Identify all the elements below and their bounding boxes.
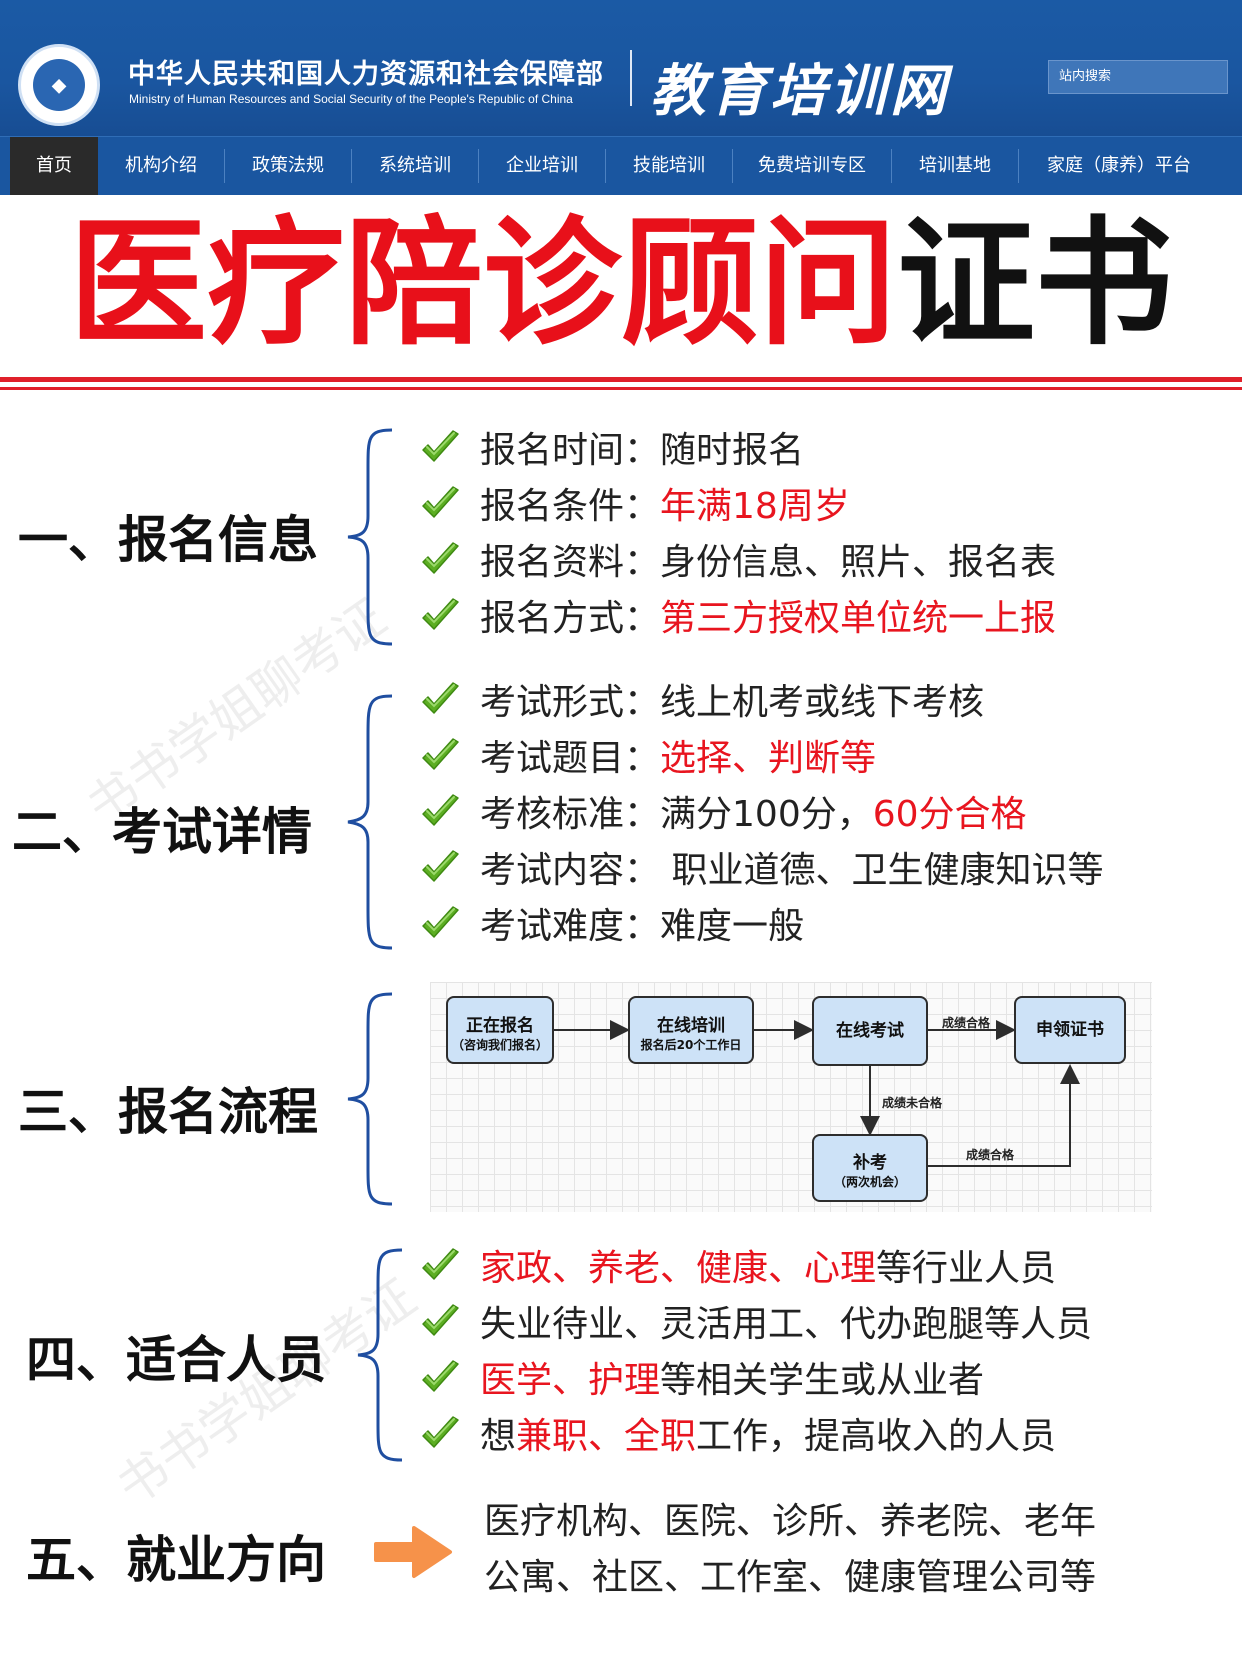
page-title: 医疗陪诊顾问证书 [0, 208, 1242, 358]
flow-step-retake: 补考 （两次机会） [812, 1134, 928, 1202]
section-4-brace [357, 1248, 403, 1462]
page-title-red: 医疗陪诊顾问 [68, 201, 897, 364]
arrow-right-icon [374, 1526, 452, 1578]
check-icon [418, 1356, 462, 1400]
list-item: 家政、养老、健康、心理等行业人员 [418, 1244, 1056, 1294]
nav-item-policy[interactable]: 政策法规 [252, 155, 324, 176]
site-search-input[interactable]: 站内搜索 [1048, 60, 1228, 94]
nav-item-family-platform[interactable]: 家庭（康养）平台 [1047, 155, 1191, 176]
nav-item-system-training[interactable]: 系统培训 [379, 155, 451, 176]
list-item: 报名方式：第三方授权单位统一上报 [418, 594, 1056, 644]
check-icon [418, 426, 462, 470]
list-item: 考试内容： 职业道德、卫生健康知识等 [418, 846, 1103, 896]
list-item: 报名资料：身份信息、照片、报名表 [418, 538, 1056, 588]
main-nav: 首页 机构介绍 政策法规 系统培训 企业培训 技能培训 免费培训专区 培训基地 … [0, 136, 1242, 195]
flow-step-online-training: 在线培训 报名后20个工作日 [628, 996, 754, 1064]
flow-label-pass: 成绩合格 [942, 1016, 991, 1030]
flow-arrows [554, 1020, 1080, 1167]
registration-flowchart: 正在报名 （咨询我们报名） 在线培训 报名后20个工作日 在线考试 申领证书 补… [430, 982, 1152, 1212]
check-icon [418, 1244, 462, 1288]
nav-item-skill-training[interactable]: 技能培训 [633, 155, 705, 176]
check-icon [418, 1412, 462, 1456]
check-icon [418, 538, 462, 582]
nav-item-free-training[interactable]: 免费培训专区 [758, 155, 866, 176]
check-icon [418, 594, 462, 638]
employment-line-1: 医疗机构、医院、诊所、养老院、老年 [484, 1501, 1097, 1542]
list-item: 医学、护理等相关学生或从业者 [418, 1356, 984, 1406]
section-2-brace [347, 694, 393, 950]
list-item: 考试形式：线上机考或线下考核 [418, 678, 984, 728]
nav-item-about[interactable]: 机构介绍 [125, 155, 197, 176]
check-icon [418, 790, 462, 834]
title-rule-bottom [0, 387, 1242, 390]
check-icon [418, 902, 462, 946]
list-item: 考核标准：满分100分，60分合格 [418, 790, 1027, 840]
list-item: 失业待业、灵活用工、代办跑腿等人员 [418, 1300, 1092, 1350]
header-divider [630, 50, 632, 106]
ministry-name-en: Ministry of Human Resources and Social S… [129, 92, 573, 106]
ministry-logo-icon[interactable]: ◆ [18, 44, 100, 126]
flow-label-retake-pass: 成绩合格 [966, 1148, 1015, 1162]
list-item: 考试题目：选择、判断等 [418, 734, 876, 784]
check-icon [418, 846, 462, 890]
page-title-black: 证书 [897, 201, 1174, 364]
check-icon [418, 734, 462, 778]
list-item: 想兼职、全职工作，提高收入的人员 [418, 1412, 1056, 1462]
check-icon [418, 482, 462, 526]
site-header: ◆ 中华人民共和国人力资源和社会保障部 Ministry of Human Re… [0, 0, 1242, 136]
title-rule-top [0, 377, 1242, 382]
nav-item-enterprise-training[interactable]: 企业培训 [506, 155, 578, 176]
nav-item-home[interactable]: 首页 [10, 137, 98, 195]
check-icon [418, 678, 462, 722]
flow-label-fail: 成绩未合格 [882, 1096, 943, 1110]
site-brand-title[interactable]: 教育培训网 [650, 58, 950, 124]
section-2-title: 二、考试详情 [12, 802, 312, 861]
section-3-title: 三、报名流程 [18, 1082, 318, 1141]
section-5-title: 五、就业方向 [26, 1530, 326, 1589]
list-item: 报名条件：年满18周岁 [418, 482, 850, 532]
section-4-title: 四、适合人员 [26, 1330, 326, 1389]
list-item: 考试难度：难度一般 [418, 902, 804, 952]
section-1-title: 一、报名信息 [18, 510, 318, 569]
section-3-brace [347, 992, 393, 1206]
nav-item-training-base[interactable]: 培训基地 [919, 155, 991, 176]
check-icon [418, 1300, 462, 1344]
flow-step-register: 正在报名 （咨询我们报名） [446, 996, 554, 1064]
ministry-name-cn[interactable]: 中华人民共和国人力资源和社会保障部 [128, 59, 604, 90]
section-1-brace [347, 428, 393, 646]
list-item: 报名时间：随时报名 [418, 426, 804, 476]
employment-line-2: 公寓、社区、工作室、健康管理公司等 [484, 1557, 1097, 1598]
flow-step-online-exam: 在线考试 [812, 996, 928, 1066]
flow-step-certificate: 申领证书 [1014, 996, 1126, 1064]
